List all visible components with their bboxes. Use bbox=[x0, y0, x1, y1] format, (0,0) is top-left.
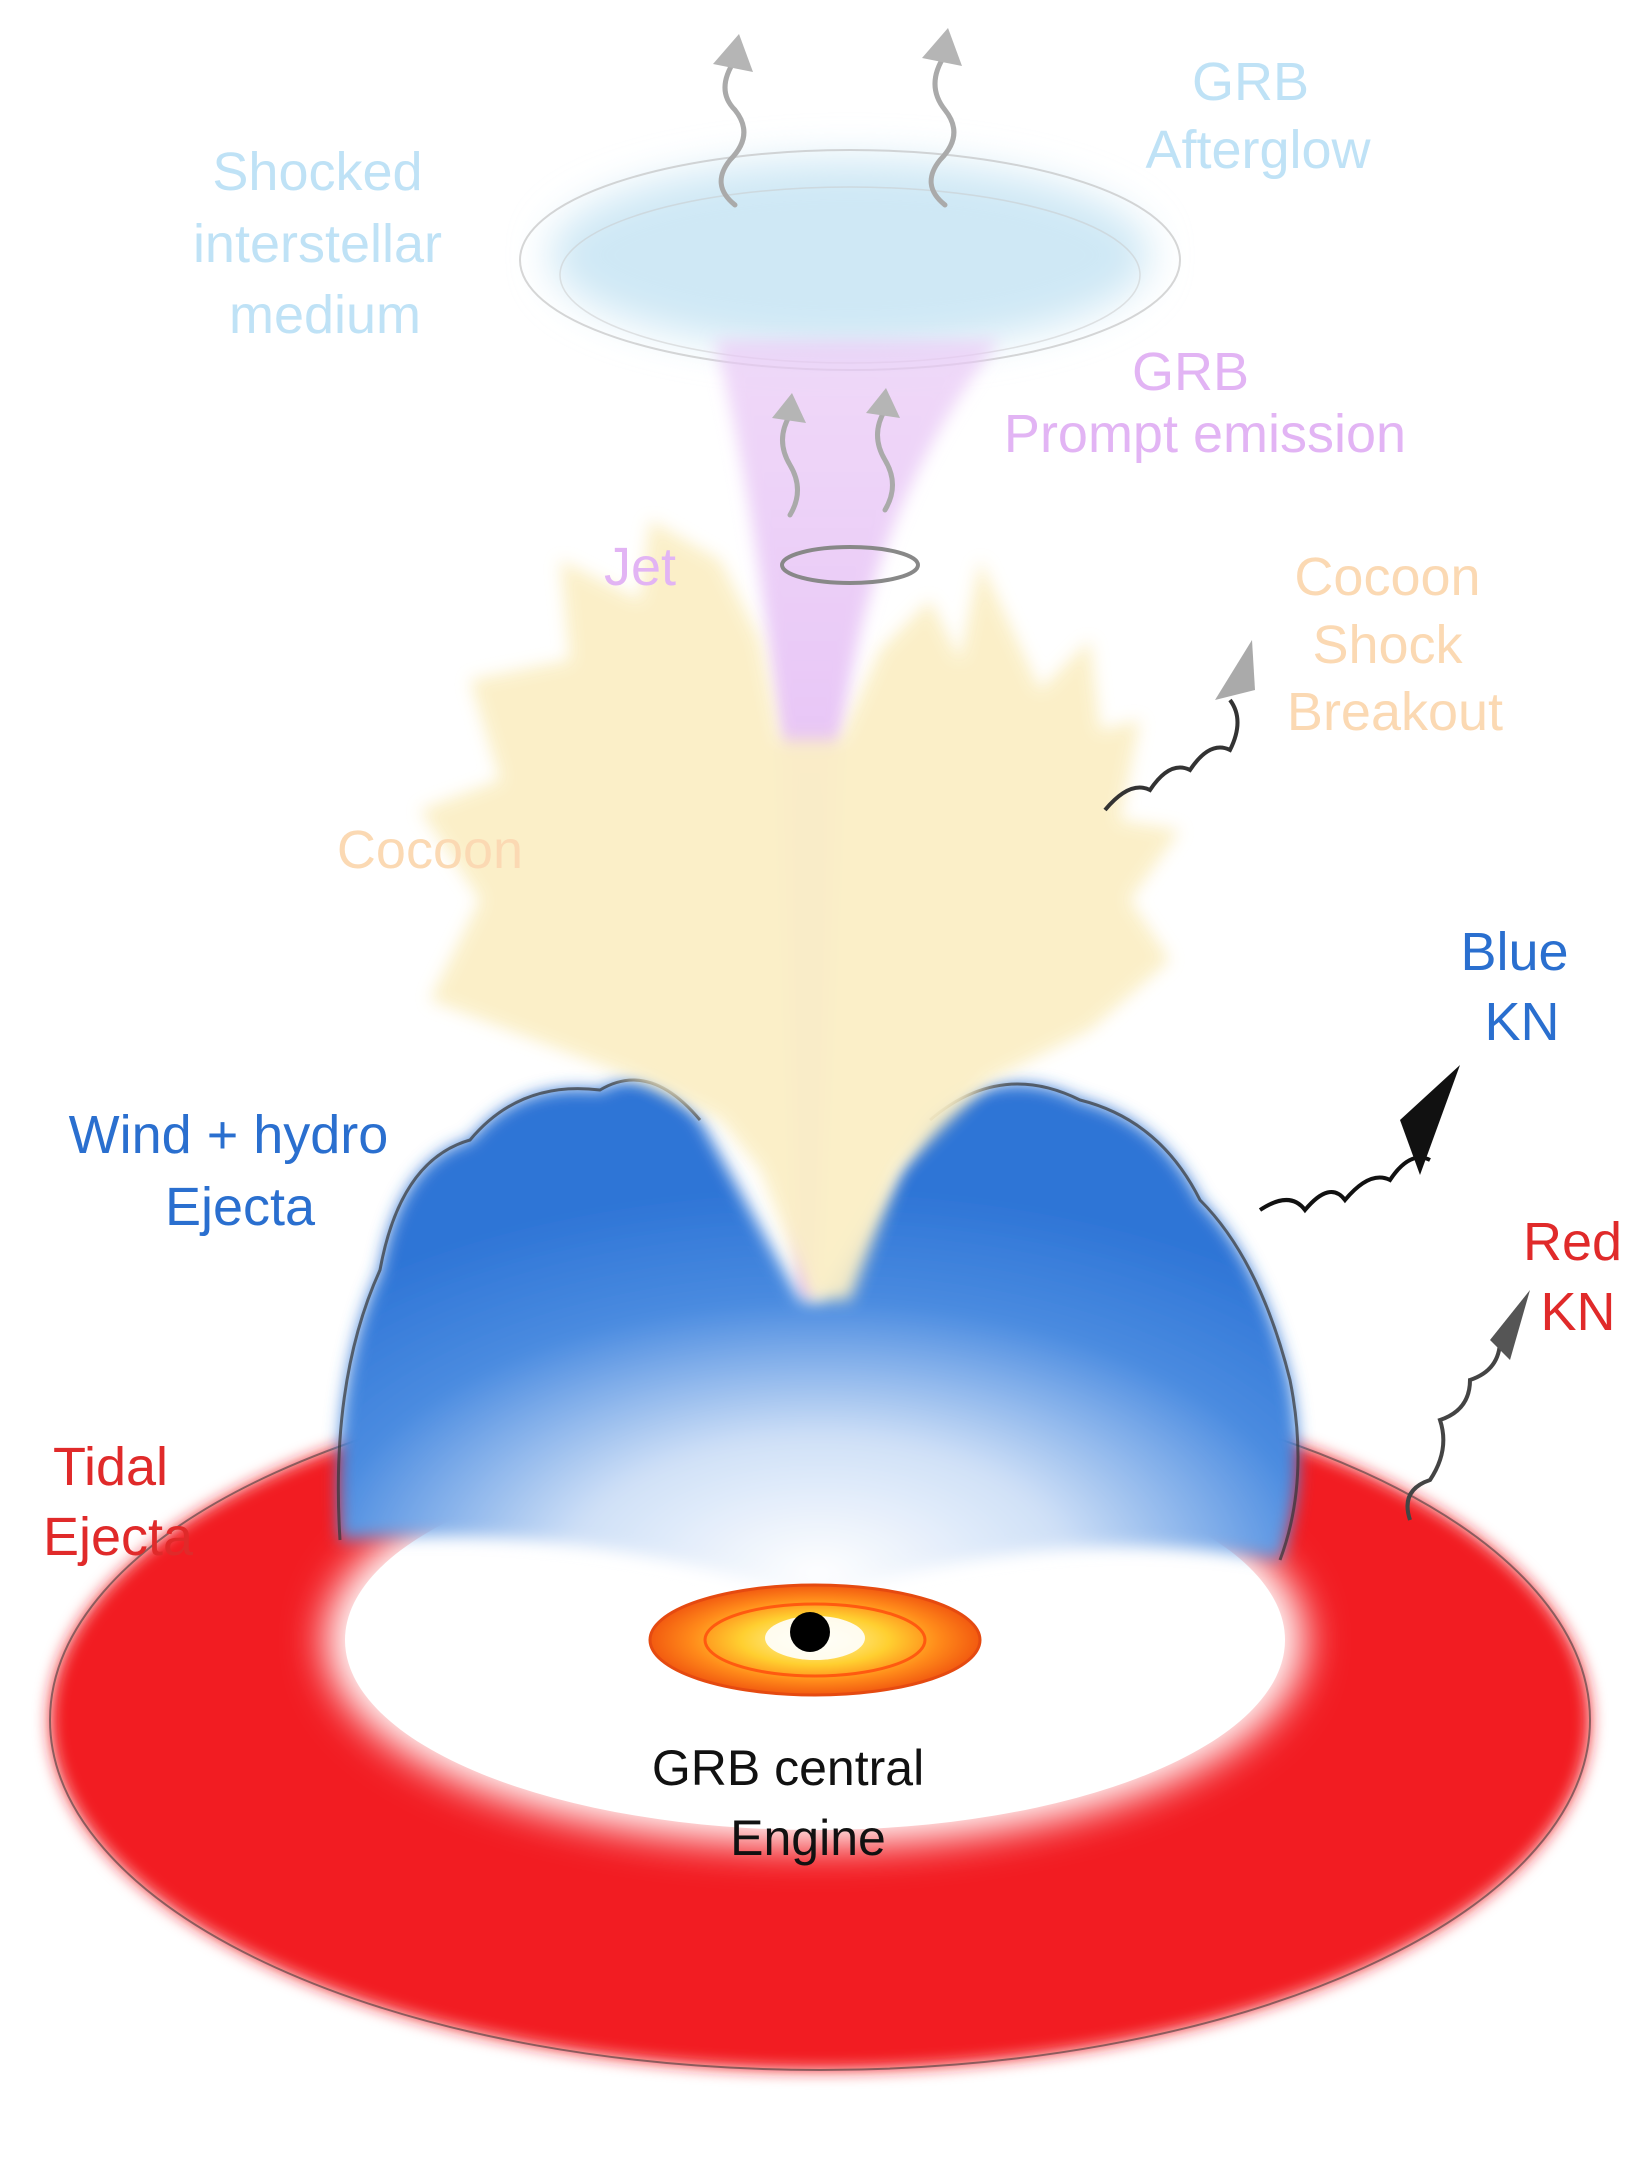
label-grb-prompt: GRB Prompt emission bbox=[1004, 342, 1406, 464]
label-tidal-ejecta: Tidal Ejecta bbox=[43, 1437, 194, 1567]
label-grb-afterglow: GRB Afterglow bbox=[1145, 52, 1371, 180]
label-red-kn: Red KN bbox=[1523, 1212, 1637, 1342]
black-hole-icon bbox=[790, 1612, 830, 1652]
label-cocoon: Cocoon bbox=[337, 820, 523, 880]
label-cocoon-breakout: Cocoon Shock Breakout bbox=[1287, 547, 1503, 742]
label-wind-ejecta: Wind + hydro Ejecta bbox=[69, 1105, 404, 1237]
label-blue-kn: Blue KN bbox=[1460, 922, 1583, 1052]
wavy-arrow-icon bbox=[1260, 1065, 1460, 1210]
grb-central-engine bbox=[650, 1585, 980, 1695]
shocked-ism-cloud bbox=[520, 150, 1180, 370]
label-jet: Jet bbox=[604, 537, 676, 597]
label-shocked-ism: Shocked interstellar medium bbox=[193, 142, 457, 345]
wavy-arrow-icon bbox=[1408, 1290, 1531, 1520]
